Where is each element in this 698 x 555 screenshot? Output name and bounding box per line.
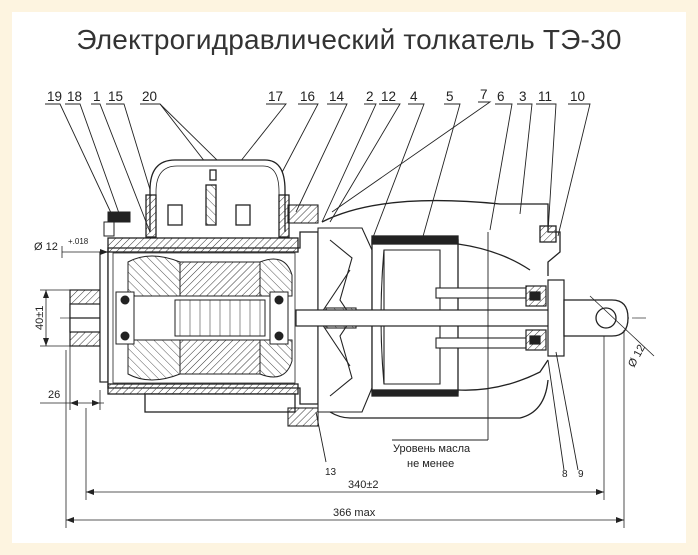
callout-11: 11 [538, 89, 552, 104]
dim-length-366: 366 max [333, 507, 376, 519]
terminal-box [145, 159, 290, 238]
dim-length-340: 340±2 [348, 479, 379, 491]
left-mount-eye [69, 251, 109, 383]
dim-pin-dia: Ø 12 [626, 343, 648, 370]
callout-19: 19 [47, 89, 62, 104]
dim-shaft-tol: +.018 [68, 237, 89, 246]
callout-9: 9 [578, 469, 584, 480]
oil-level-line1: Уровень масла [393, 443, 471, 455]
callout-numbers-top: 19 18 1 15 20 17 16 14 2 12 4 5 7 6 3 11… [47, 87, 585, 104]
callout-5: 5 [446, 89, 454, 104]
callout-16: 16 [300, 89, 315, 104]
callout-20: 20 [142, 89, 157, 104]
callout-18: 18 [67, 89, 82, 104]
callout-13: 13 [325, 467, 337, 478]
dimension-lines [40, 246, 655, 528]
push-rod [295, 279, 577, 357]
callout-17: 17 [268, 89, 283, 104]
callout-numbers-bottom: 13 8 9 [315, 351, 584, 480]
dim-offset: 26 [48, 389, 60, 401]
callout-14: 14 [329, 89, 345, 104]
callout-8: 8 [562, 469, 568, 480]
leader-lines [45, 101, 591, 241]
callout-4: 4 [410, 89, 418, 104]
callout-10: 10 [570, 89, 585, 104]
callout-2: 2 [366, 89, 374, 104]
dim-height: 40±1 [34, 306, 46, 330]
callout-12: 12 [381, 89, 396, 104]
callout-15: 15 [108, 89, 123, 104]
callout-3: 3 [519, 89, 527, 104]
dim-shaft-dia: Ø 12 [34, 241, 58, 253]
vent-screw [103, 211, 131, 237]
rotor [174, 299, 266, 337]
stator-winding [127, 255, 293, 381]
oil-level-note: Уровень масла не менее [392, 232, 489, 470]
rod-end-eye [563, 299, 629, 337]
dimension-arrows [43, 249, 624, 523]
oil-level-line2: не менее [407, 458, 454, 470]
bearings [115, 291, 289, 345]
diagram-title: Электрогидравлический толкатель ТЭ-30 [76, 24, 622, 55]
callout-7: 7 [480, 87, 488, 102]
callout-6: 6 [497, 89, 505, 104]
callout-1: 1 [93, 89, 101, 104]
